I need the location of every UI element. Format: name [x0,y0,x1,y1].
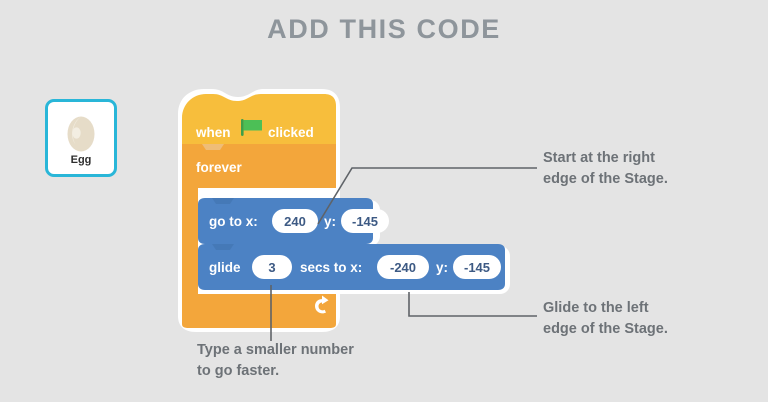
note-glide-left-edge: Glide to the left edge of the Stage. [543,298,668,340]
loop-arrow-icon [315,295,329,314]
sprite-card-egg[interactable]: Egg [45,99,117,177]
block-glide-secs-to-xy[interactable]: glide 3 secs to x: -240 y: -145 [198,244,505,290]
block-when-flag-clicked[interactable]: when clicked [182,94,336,144]
svg-text:3: 3 [268,260,275,275]
leader-line-glide [408,292,537,317]
forever-label: forever [196,160,243,175]
svg-text:-240: -240 [390,260,416,275]
input-go-to-x[interactable]: 240 [272,209,318,233]
page-title: ADD THIS CODE [267,14,501,44]
secs-to-x-label: secs to x: [300,260,362,275]
svg-text:240: 240 [284,214,306,229]
egg-icon [67,116,95,152]
note-line-2: edge of the Stage. [543,171,668,188]
note-line-1: Start at the right [543,150,655,166]
note-line-1: Type a smaller number [197,342,354,358]
sprite-label: Egg [70,154,92,166]
note-line-2: to go faster. [197,363,280,380]
glide-label: glide [209,260,241,275]
note-line-1: Glide to the left [543,300,649,316]
input-glide-x[interactable]: -240 [377,255,429,279]
input-go-to-y[interactable]: -145 [341,209,389,233]
note-line-2: edge of the Stage. [543,321,668,338]
script-stack: when clicked forever [176,88,528,332]
when-label: when [195,125,231,140]
note-start-right-edge: Start at the right edge of the Stage. [543,148,668,190]
leader-line-start [317,167,537,225]
script-blocks: when clicked forever [182,94,505,328]
go-to-y-label: y: [324,214,336,229]
go-to-x-label: go to x: [209,214,258,229]
glide-y-label: y: [436,260,448,275]
input-glide-secs[interactable]: 3 [252,255,292,279]
svg-text:-145: -145 [352,214,378,229]
note-type-smaller-number: Type a smaller number to go faster. [197,340,354,382]
svg-text:-145: -145 [464,260,490,275]
block-forever[interactable]: forever [182,144,336,328]
green-flag-icon [241,119,262,136]
block-go-to-xy[interactable]: go to x: 240 y: -145 [198,198,389,244]
input-glide-y[interactable]: -145 [453,255,501,279]
clicked-label: clicked [268,125,314,140]
